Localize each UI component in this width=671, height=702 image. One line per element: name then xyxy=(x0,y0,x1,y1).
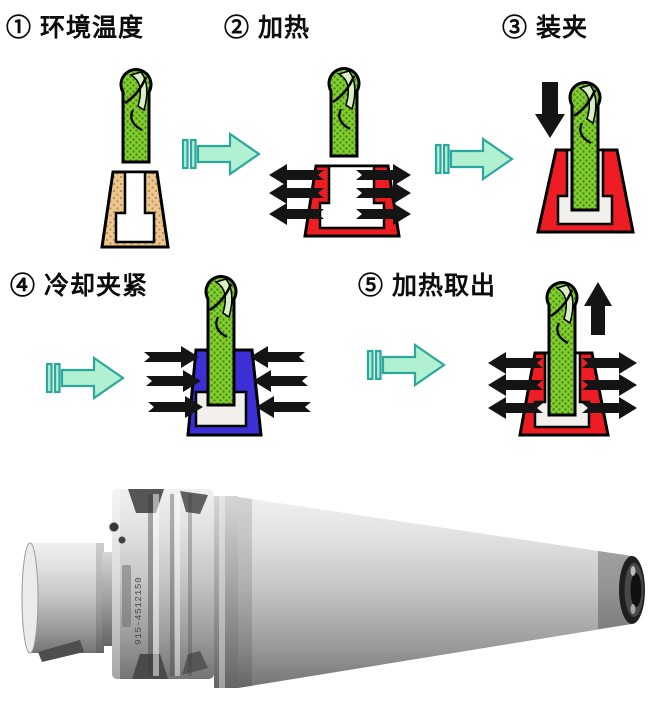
holder-engraving-text: 915-4512150 xyxy=(133,577,144,645)
transition-arrow-icon-1 xyxy=(181,132,261,176)
holder-flange: 915-4512150 xyxy=(108,489,214,679)
holder-cone xyxy=(238,497,632,688)
step-3-graphic xyxy=(535,81,635,234)
step-5-label: ⑤ 加热取出 xyxy=(358,272,496,300)
insert-down-arrow-icon xyxy=(535,82,565,138)
holder-neck xyxy=(102,552,114,646)
step-1-graphic xyxy=(100,68,170,249)
end-mill xyxy=(545,281,579,417)
step-2-graphic xyxy=(269,67,411,238)
step-2-label: ② 加热 xyxy=(224,14,310,42)
end-mill xyxy=(119,68,153,164)
step-3-label: ③ 装夹 xyxy=(502,14,588,42)
end-mill xyxy=(327,67,361,158)
holder-logo-engraving xyxy=(122,565,131,627)
end-mill xyxy=(204,275,238,407)
tool-holder-photo: 915-4512150 xyxy=(21,489,645,688)
holder-tip-bore xyxy=(619,556,645,624)
transition-arrow-icon-4 xyxy=(366,343,446,387)
tool-holder-ambient xyxy=(100,170,170,249)
step-4-label: ④ 冷却夹紧 xyxy=(10,272,148,300)
step-5-graphic xyxy=(488,281,637,437)
holder-shank xyxy=(21,542,104,662)
remove-up-arrow-icon xyxy=(584,282,612,335)
step-1-label: ① 环境温度 xyxy=(6,14,144,42)
step-4-graphic xyxy=(144,275,311,437)
end-mill xyxy=(568,81,602,212)
transition-arrow-icon-3 xyxy=(45,356,125,400)
transition-arrow-icon-2 xyxy=(434,137,514,181)
holder-collar xyxy=(214,496,238,688)
